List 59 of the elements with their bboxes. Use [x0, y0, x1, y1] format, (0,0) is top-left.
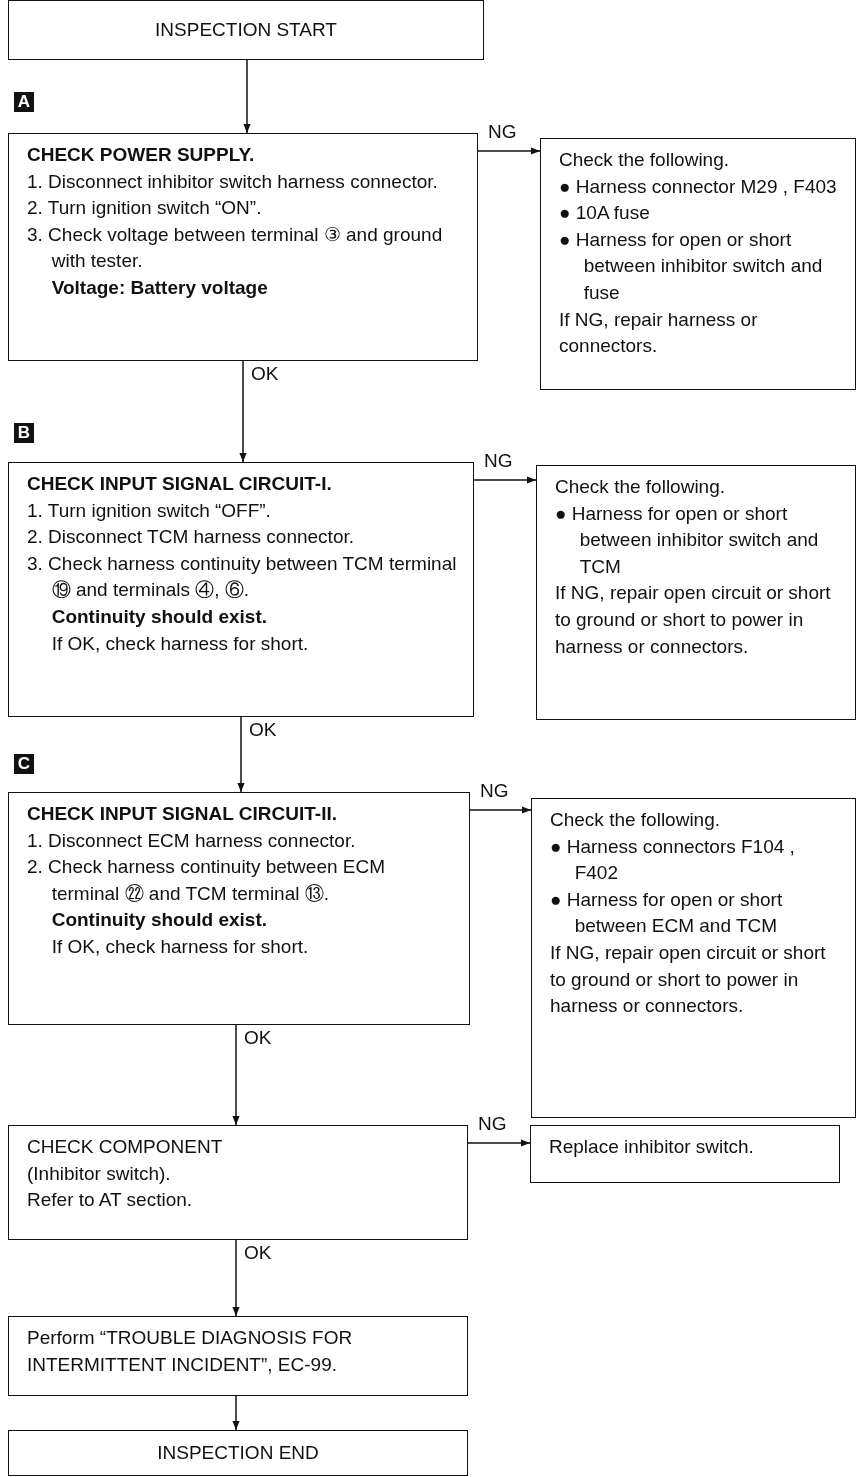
box-text: ● Harness connectors F104 , F402: [550, 834, 796, 886]
box-text: CHECK INPUT SIGNAL CIRCUIT-II.: [27, 802, 338, 826]
process-box: [531, 798, 856, 1118]
box-text: If OK, check harness for short.: [50, 631, 310, 656]
box-text: Replace inhibitor switch.: [549, 1135, 755, 1159]
process-box: [8, 1125, 468, 1240]
process-box: [8, 792, 470, 1025]
process-box: [8, 1316, 468, 1396]
box-text: INSPECTION END: [156, 1440, 320, 1465]
box-text: If OK, check harness for short.: [50, 934, 310, 959]
box-text: Perform “TROUBLE DIAGNOSIS FOR INTERMITTENT INCIDENT”, EC-99.: [27, 1326, 354, 1377]
process-box: [8, 0, 484, 60]
arrow: [237, 716, 245, 793]
box-text: 1. Disconnect ECM harness connector.: [27, 828, 357, 853]
process-box: [530, 1125, 840, 1183]
arrow: [473, 476, 537, 484]
process-box: [8, 133, 478, 361]
box-text: (Inhibitor switch).: [27, 1161, 172, 1186]
arrow: [469, 806, 532, 814]
box-text: If NG, repair open circuit or short to ground or short to power in harness or connectors.: [550, 940, 827, 1019]
box-text: ● 10A fuse: [559, 201, 651, 226]
process-box: [536, 465, 856, 720]
box-text: Check the following.: [559, 148, 731, 172]
box-text: 3. Check harness continuity between TCM terminal ⑲ and terminals ④, ⑥.: [27, 551, 458, 603]
box-text: 2. Disconnect TCM harness connector.: [27, 525, 356, 550]
arrow: [232, 1024, 240, 1126]
step-marker: C: [14, 754, 34, 774]
box-text: 2. Turn ignition switch “ON”.: [27, 196, 263, 221]
box-text: Check the following.: [550, 808, 722, 832]
arrow: [467, 1139, 531, 1147]
box-text: CHECK POWER SUPPLY.: [27, 143, 256, 167]
box-text: Check the following.: [555, 475, 727, 499]
box-text: Voltage: Battery voltage: [50, 275, 269, 300]
box-text: 3. Check voltage between terminal ③ and ground with tester.: [27, 222, 444, 274]
arrow: [477, 147, 541, 155]
process-box: [8, 1430, 468, 1476]
arrow: [239, 360, 247, 463]
box-text: ● Harness connector M29 , F403: [559, 174, 838, 199]
box-text: ● Harness for open or short between inhibitor switch and TCM: [555, 501, 820, 579]
box-text: If NG, repair open circuit or short to ground or short to power in harness or connectors.: [555, 581, 832, 659]
box-text: Continuity should exist.: [50, 604, 269, 629]
process-box: [540, 138, 856, 390]
box-text: 1. Turn ignition switch “OFF”.: [27, 498, 272, 523]
step-marker: A: [14, 92, 34, 112]
box-text: ● Harness for open or short between inhibitor switch and fuse: [559, 227, 824, 305]
arrow: [232, 1395, 240, 1431]
box-text: Refer to AT section.: [27, 1188, 194, 1213]
box-text: Continuity should exist.: [50, 908, 269, 933]
box-text: 1. Disconnect inhibitor switch harness connector.: [27, 169, 439, 194]
arrow: [243, 59, 251, 134]
box-text: CHECK COMPONENT: [27, 1135, 224, 1159]
box-text: ● Harness for open or short between ECM and TCM: [550, 887, 784, 939]
box-text: CHECK INPUT SIGNAL CIRCUIT-I.: [27, 472, 333, 496]
process-box: [8, 462, 474, 717]
step-marker: B: [14, 423, 34, 443]
arrow: [232, 1239, 240, 1317]
box-text: If NG, repair harness or connectors.: [559, 307, 759, 359]
box-text: 2. Check harness continuity between ECM terminal ㉒ and TCM terminal ⑬.: [27, 855, 386, 906]
box-text: INSPECTION START: [154, 17, 338, 42]
